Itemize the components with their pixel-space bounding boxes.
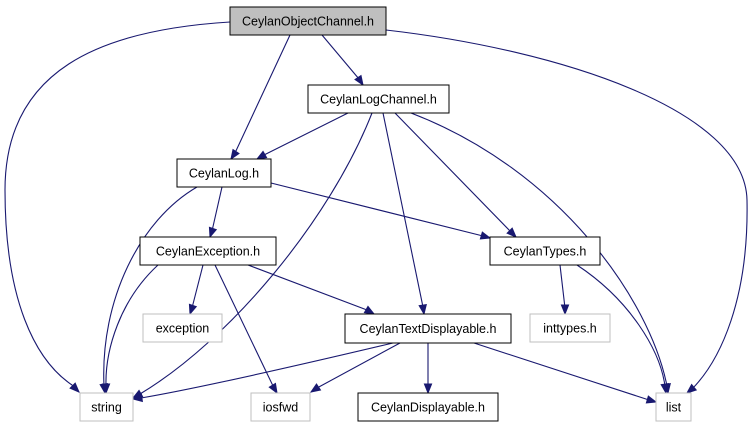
node-box <box>357 392 499 422</box>
edge-logchan-to-log <box>255 112 349 160</box>
edge-line <box>132 112 373 399</box>
node-log[interactable]: CeylanLog.h <box>176 158 272 188</box>
edge-arrowhead <box>268 382 278 395</box>
edge-line <box>382 112 425 315</box>
edge-logchan-to-types <box>394 112 517 238</box>
edge-line <box>473 342 657 403</box>
node-box <box>529 313 611 343</box>
edge-arrowhead <box>255 150 268 160</box>
edge-exc-to-textdisp <box>247 264 376 315</box>
node-objchan[interactable]: CeylanObjectChannel.h <box>229 6 387 36</box>
node-textdisp[interactable]: CeylanTextDisplayable.h <box>344 313 512 344</box>
node-inttypes: inttypes.h <box>529 313 611 343</box>
edge-objchan-to-log <box>230 34 291 161</box>
node-box <box>139 236 277 266</box>
edge-arrowhead <box>208 226 218 239</box>
node-logchan[interactable]: CeylanLogChannel.h <box>307 84 450 114</box>
node-box <box>655 392 692 422</box>
edge-line <box>4 21 231 393</box>
edge-logchan-to-textdisp <box>382 112 427 316</box>
edges-layer <box>4 21 748 404</box>
node-box <box>489 236 601 266</box>
node-disp[interactable]: CeylanDisplayable.h <box>357 392 499 422</box>
edge-objchan-to-list <box>385 29 748 394</box>
node-label: CeylanLog.h <box>189 167 259 181</box>
edge-arrowhead <box>309 383 322 393</box>
edge-exc-to-iosfwd <box>214 264 278 395</box>
edge-arrowhead <box>560 304 570 316</box>
node-label: list <box>666 401 682 415</box>
edge-arrowhead <box>230 148 240 161</box>
edge-arrowhead <box>363 305 376 315</box>
edge-line <box>385 29 748 394</box>
node-box <box>344 313 512 344</box>
node-label: inttypes.h <box>543 322 597 336</box>
node-box <box>176 158 272 188</box>
edge-line <box>321 34 364 86</box>
node-label: CeylanLogChannel.h <box>320 93 437 107</box>
node-label: CeylanException.h <box>156 245 260 259</box>
node-iosfwd: iosfwd <box>250 392 311 422</box>
node-box <box>229 6 387 36</box>
edge-arrowhead <box>423 383 433 395</box>
node-label: CeylanObjectChannel.h <box>242 15 374 29</box>
edge-arrowhead <box>506 227 517 238</box>
edge-line <box>247 264 375 315</box>
edge-log-to-exc <box>208 186 223 239</box>
edge-exc-to-string <box>101 264 159 395</box>
node-exc[interactable]: CeylanException.h <box>139 236 277 266</box>
edge-line <box>576 264 667 394</box>
edge-textdisp-to-iosfwd <box>309 342 401 393</box>
edge-arrowhead <box>354 74 364 87</box>
edge-arrowhead <box>660 382 669 395</box>
edge-line <box>132 342 394 400</box>
node-string: string <box>79 392 134 422</box>
edge-objchan-to-logchan <box>321 34 364 87</box>
nodes-layer: CeylanObjectChannel.hCeylanLogChannel.hC… <box>79 6 692 422</box>
edge-arrowhead <box>69 382 80 393</box>
node-label: exception <box>156 322 210 336</box>
edge-textdisp-to-string <box>131 342 394 403</box>
edge-line <box>230 34 291 160</box>
edge-textdisp-to-disp <box>423 343 433 395</box>
edge-arrowhead <box>188 303 198 316</box>
edge-arrowhead <box>101 383 111 395</box>
edge-line <box>256 112 349 160</box>
node-label: string <box>91 401 122 415</box>
node-label: CeylanTypes.h <box>504 245 587 259</box>
edge-types-to-inttypes <box>559 264 570 316</box>
node-box <box>250 392 311 422</box>
node-box <box>142 313 223 343</box>
edge-objchan-to-string <box>4 21 231 393</box>
node-label: CeylanTextDisplayable.h <box>360 322 497 336</box>
edge-line <box>105 264 159 393</box>
edge-arrowhead <box>645 395 658 404</box>
edge-types-to-list <box>576 264 669 395</box>
edge-arrowhead <box>685 383 698 394</box>
edge-arrowhead <box>479 231 492 240</box>
edge-arrowhead <box>131 393 143 403</box>
edge-line <box>310 342 401 393</box>
edge-line <box>103 186 198 394</box>
edge-log-to-types <box>270 182 492 240</box>
node-exception: exception <box>142 313 223 343</box>
node-box <box>79 392 134 422</box>
node-list: list <box>655 392 692 422</box>
node-label: CeylanDisplayable.h <box>371 401 485 415</box>
edge-line <box>214 264 278 394</box>
edge-exc-to-exception <box>188 264 204 316</box>
node-box <box>307 84 450 114</box>
edge-line <box>270 182 491 239</box>
edge-textdisp-to-list <box>473 342 658 404</box>
node-types[interactable]: CeylanTypes.h <box>489 236 601 266</box>
edge-log-to-string <box>99 186 198 395</box>
node-label: iosfwd <box>263 401 298 415</box>
edge-arrowhead <box>418 303 427 316</box>
